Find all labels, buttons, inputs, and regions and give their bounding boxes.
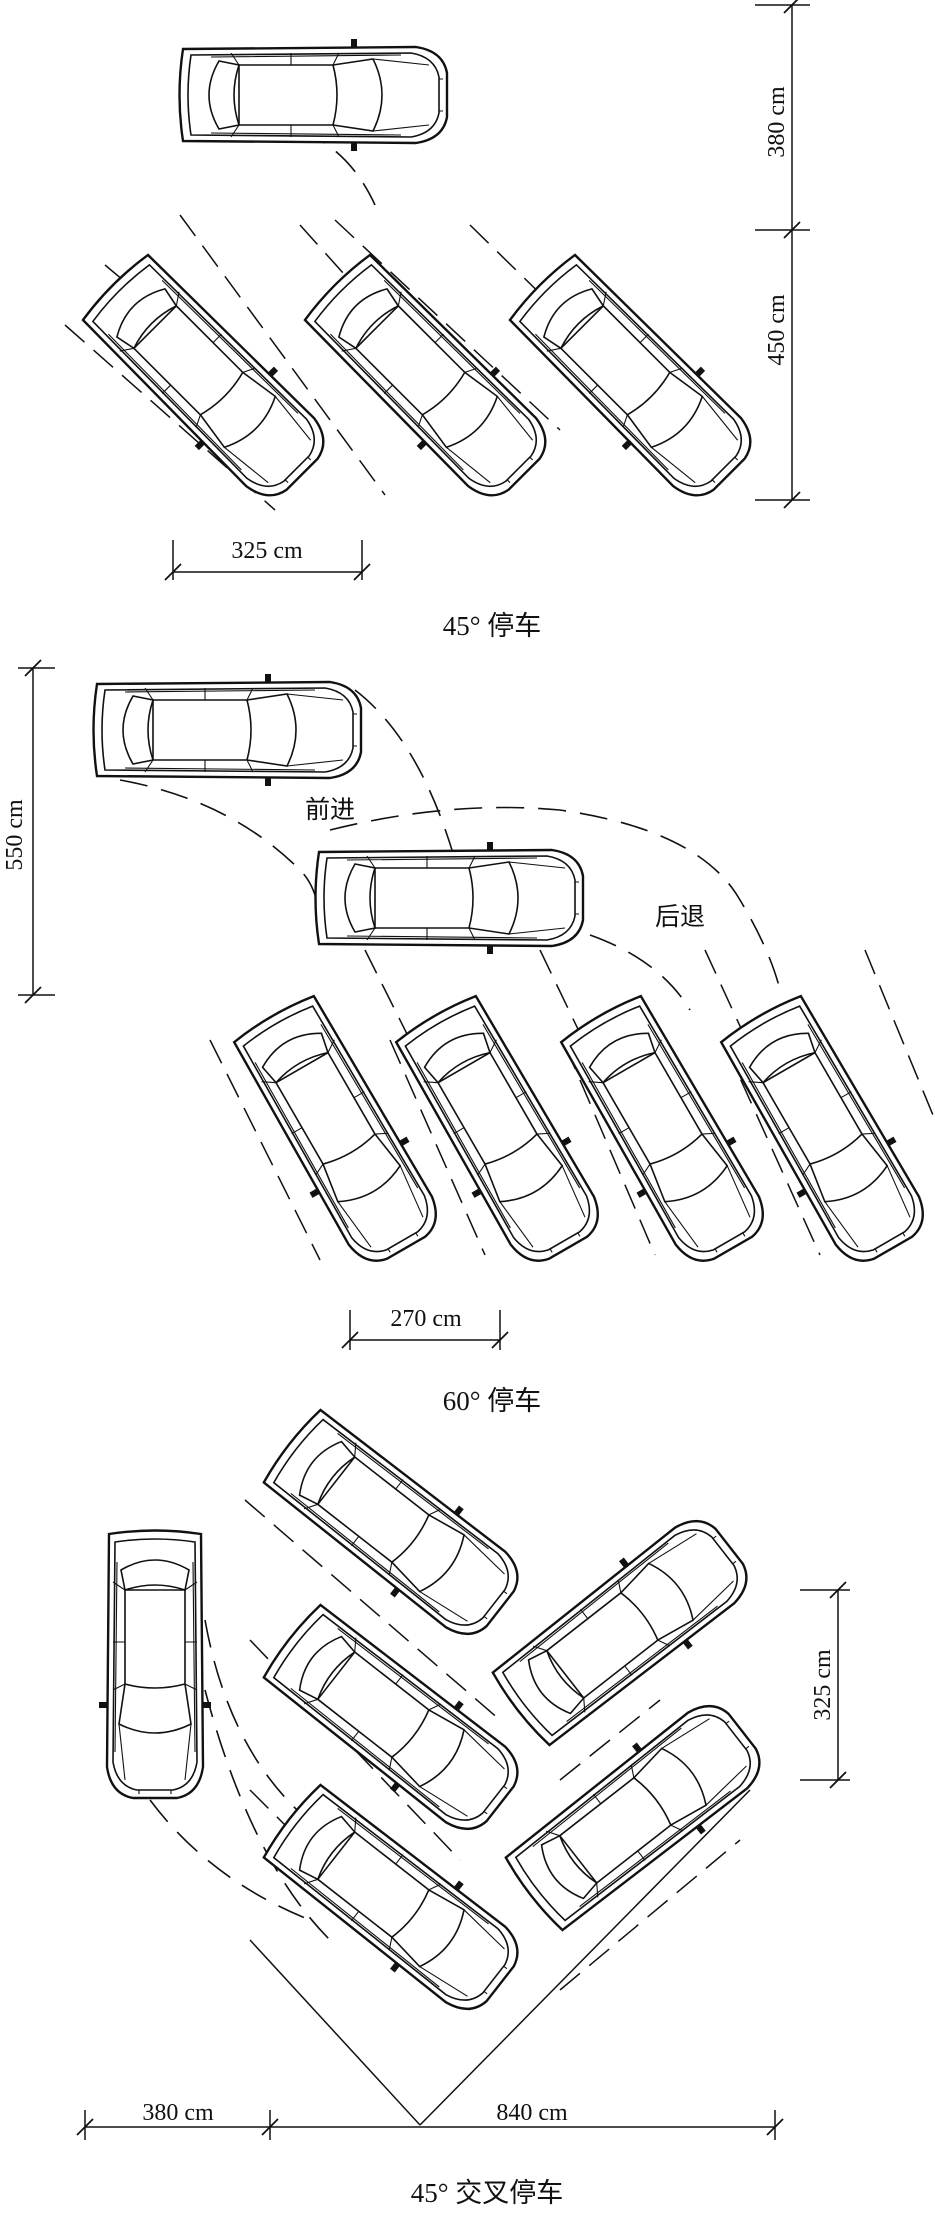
car-45-3 xyxy=(499,244,770,515)
diagram-60-parking: 前进 后退 550 cm 270 cm 60° 停车 xyxy=(2,659,935,1416)
car-60-middle xyxy=(314,840,585,956)
car-top-45 xyxy=(178,37,449,153)
car-cross-left-1 xyxy=(253,1398,536,1655)
note-forward: 前进 xyxy=(305,795,355,824)
dim-450: 450 cm xyxy=(764,294,790,366)
caption-45-cross: 45° 交叉停车 xyxy=(411,2178,564,2208)
dim-325: 325 cm xyxy=(231,538,303,564)
car-cross-vertical xyxy=(97,1529,213,1800)
dim-325-cross: 325 cm xyxy=(810,1649,836,1721)
dim-380-cross: 380 cm xyxy=(142,2100,214,2126)
car-60-top xyxy=(92,672,363,788)
car-45-1 xyxy=(72,244,343,515)
car-45-2 xyxy=(294,244,565,515)
dim-550: 550 cm xyxy=(2,799,28,871)
dim-380: 380 cm xyxy=(764,86,790,158)
diagram-45-parking: 380 cm 450 cm 325 cm 45° 停车 xyxy=(64,0,810,641)
dim-270: 270 cm xyxy=(390,1306,462,1332)
dim-840: 840 cm xyxy=(496,2100,568,2126)
caption-60: 60° 停车 xyxy=(443,1386,542,1416)
note-reverse: 后退 xyxy=(655,902,705,931)
caption-45: 45° 停车 xyxy=(443,611,542,641)
diagram-45-cross-parking: 325 cm 380 cm 840 cm 45° 交叉停车 xyxy=(76,1398,850,2208)
